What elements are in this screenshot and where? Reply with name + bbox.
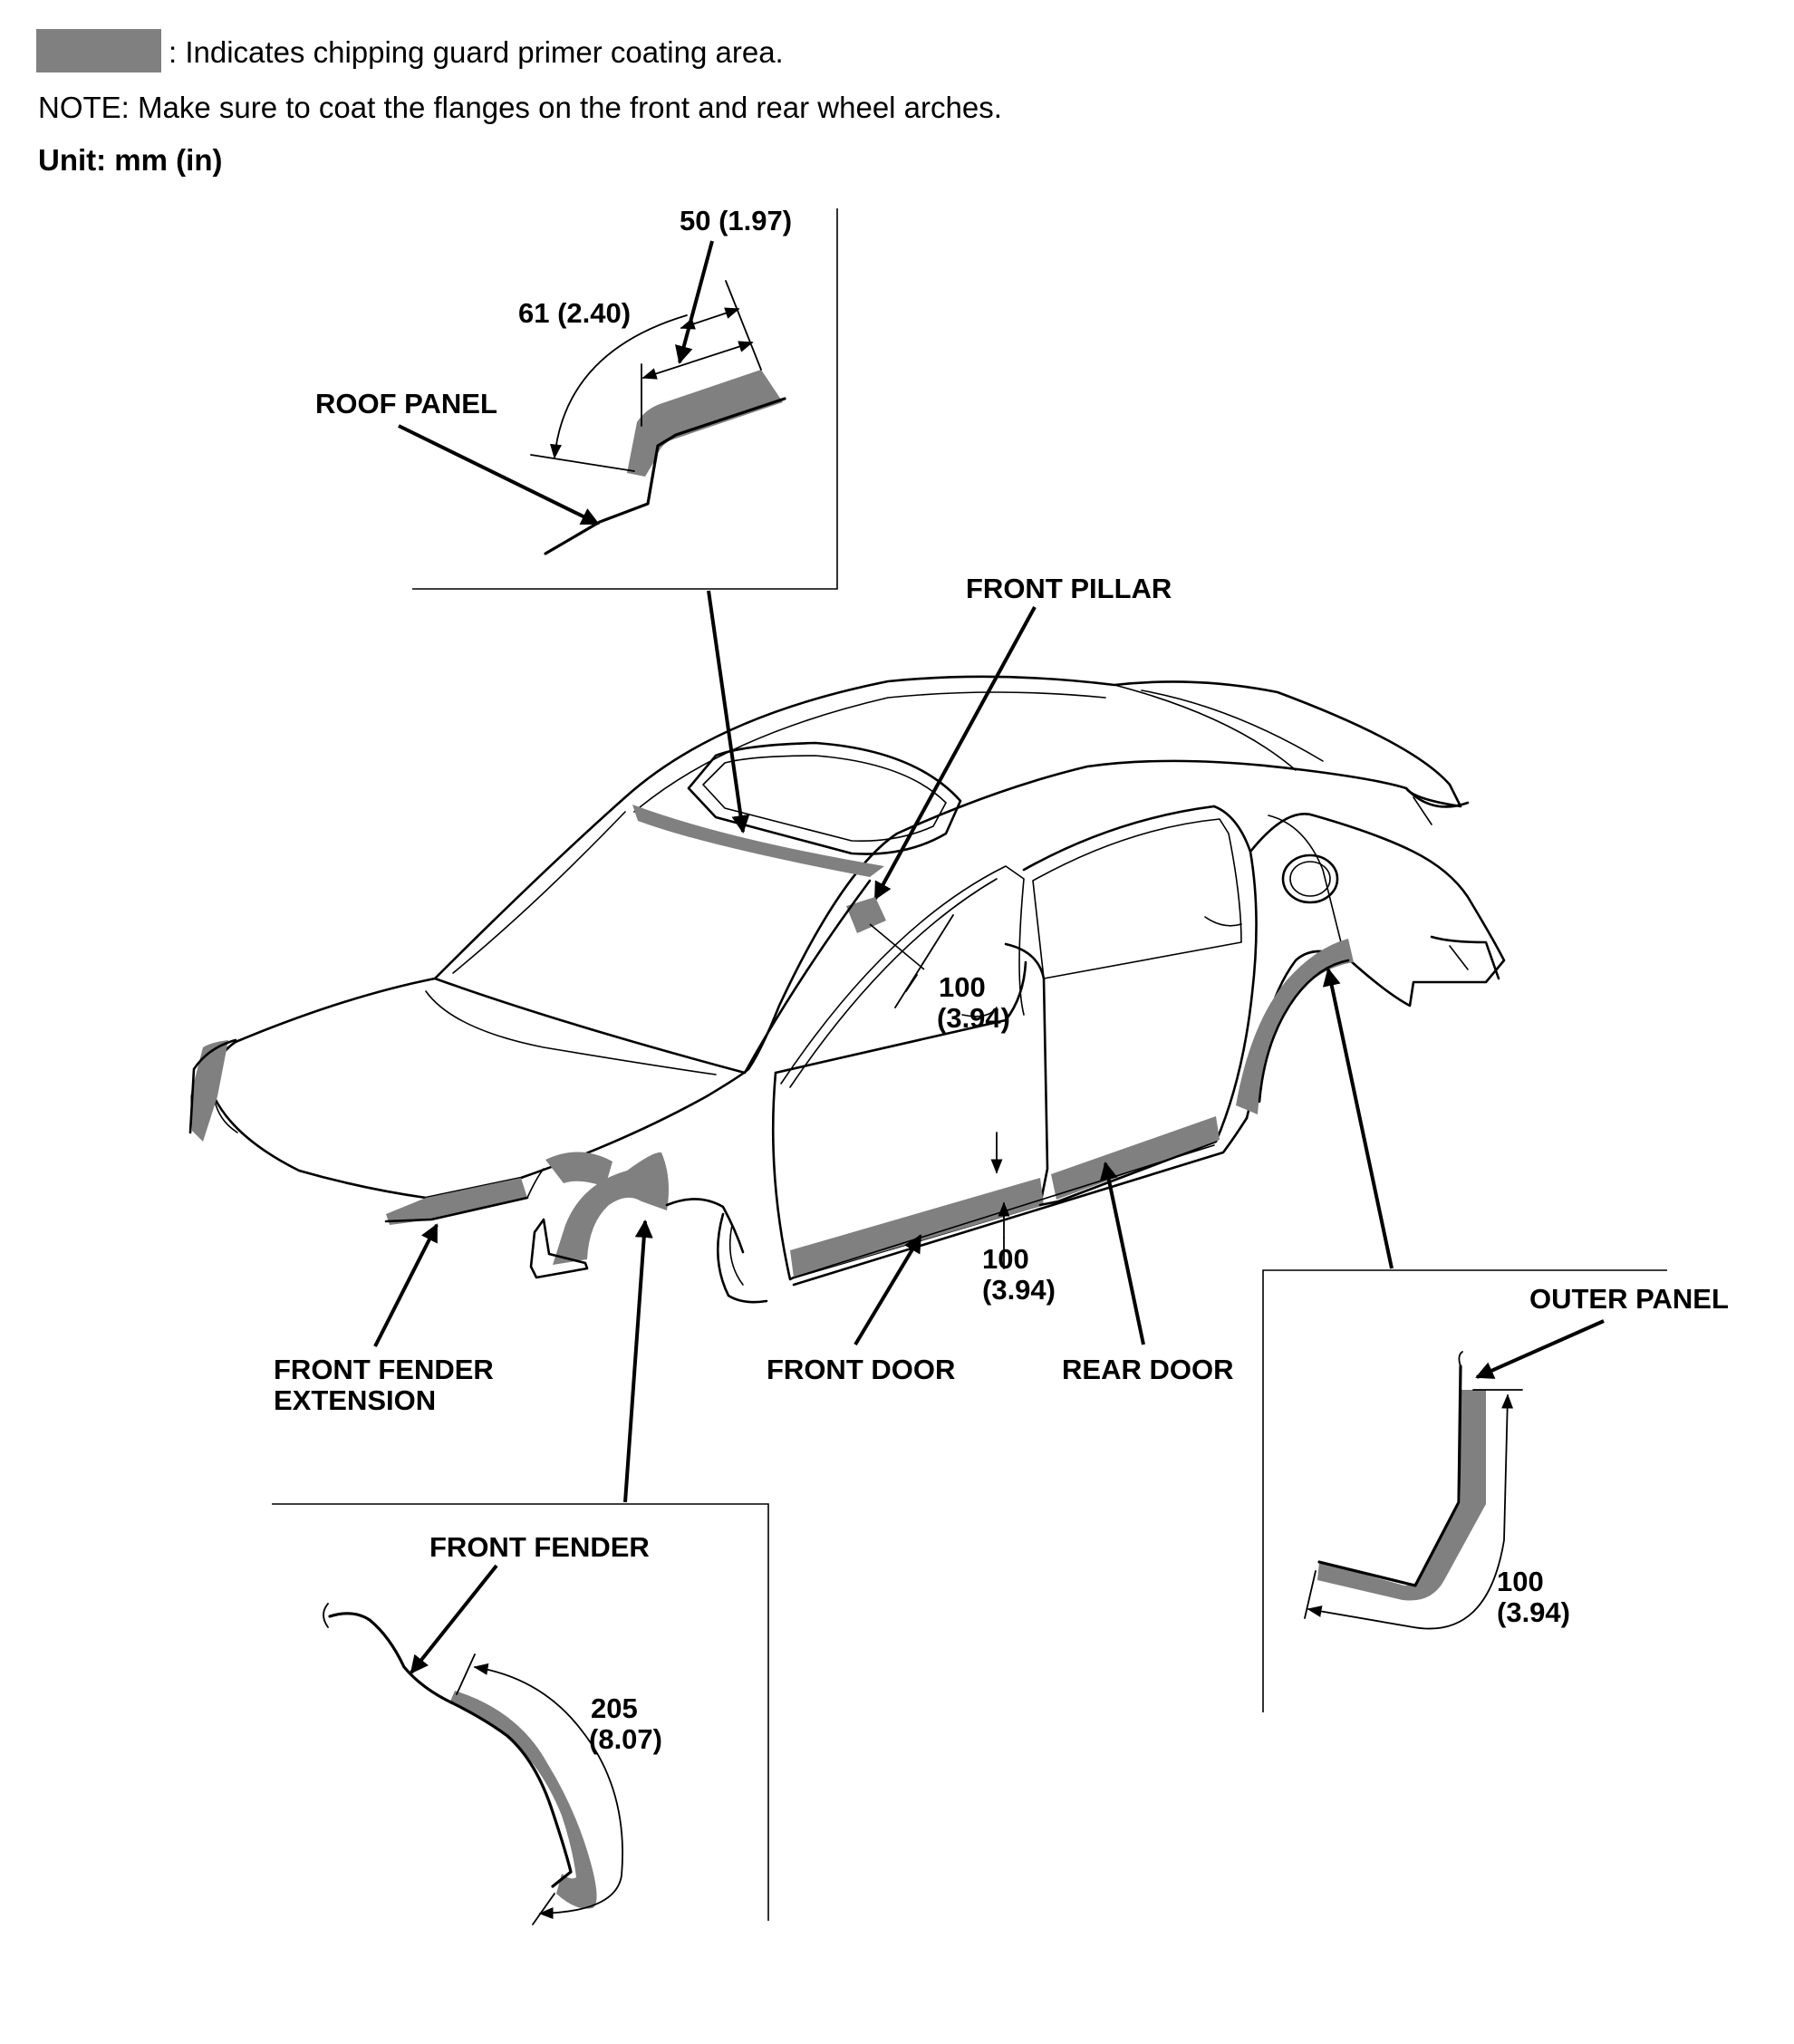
outer-panel-label: OUTER PANEL: [1529, 1283, 1729, 1315]
fender-dimension-line2: (8.07): [589, 1723, 662, 1755]
pillar-dimension-line2: (3.94): [937, 1002, 1010, 1034]
front-fender-extension-label-line1: FRONT FENDER: [274, 1354, 494, 1385]
outer-panel-detail: OUTER PANEL 100 (3.94): [1262, 1269, 1729, 1712]
roof-panel-detail: 50 (1.97) 61 (2.40) ROOF PANEL: [315, 205, 838, 590]
roof-width-dimension: 50 (1.97): [680, 205, 792, 236]
front-door-label: FRONT DOOR: [767, 1354, 955, 1385]
fender-dimension-line1: 205: [591, 1692, 638, 1724]
sill-dimension-line2: (3.94): [982, 1274, 1056, 1306]
front-fender-extension-label-line2: EXTENSION: [274, 1384, 436, 1416]
front-fender-detail: FRONT FENDER 205 (8.07): [272, 1503, 769, 1925]
outer-panel-dimension-line2: (3.94): [1497, 1596, 1570, 1628]
note-text: NOTE: Make sure to coat the flanges on t…: [38, 91, 1002, 124]
front-pillar-label: FRONT PILLAR: [966, 573, 1172, 604]
rear-door-label: REAR DOOR: [1062, 1354, 1233, 1385]
legend-swatch: [36, 29, 161, 72]
roof-arc-dimension: 61 (2.40): [518, 297, 631, 329]
unit-text: Unit: mm (in): [38, 143, 222, 177]
car-body-illustration: [188, 675, 1506, 1304]
outer-panel-dimension-line1: 100: [1497, 1566, 1544, 1597]
roof-panel-label: ROOF PANEL: [315, 388, 497, 419]
pillar-dimension-line1: 100: [939, 971, 986, 1003]
front-fender-label: FRONT FENDER: [429, 1531, 650, 1563]
legend-text: : Indicates chipping guard primer coatin…: [169, 35, 784, 69]
sill-dimension-line1: 100: [982, 1243, 1029, 1275]
